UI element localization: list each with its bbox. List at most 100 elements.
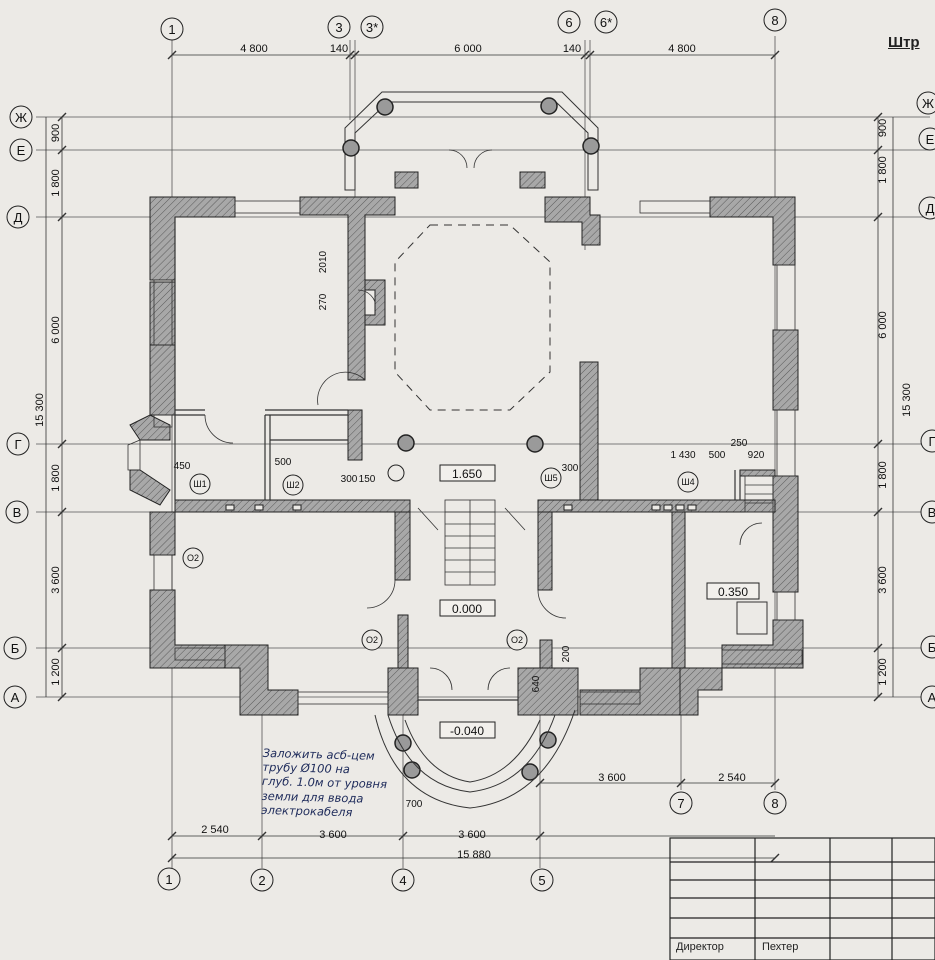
axis-label-zh: Ж [15, 110, 27, 125]
marker-sh2: Ш2 [286, 480, 299, 490]
axis-label-right-v: В [928, 505, 935, 520]
window-outlines [127, 200, 803, 705]
stairs [417, 475, 774, 586]
axis-label-bottom-7: 7 [677, 796, 684, 811]
dims-right: 900 1 800 6 000 15 300 1 800 3 600 1 200 [877, 119, 913, 686]
axis-label-bottom-2: 2 [258, 873, 265, 888]
axis-label-8: 8 [771, 13, 778, 28]
dimension-lines [45, 50, 894, 863]
axis-label-bottom-4: 4 [399, 873, 406, 888]
level-minus0040: -0.040 [450, 724, 484, 738]
dim-top-6000: 6 000 [454, 43, 482, 55]
dim-700: 700 [406, 799, 423, 810]
dim-bottom-2540b: 2 540 [718, 772, 746, 784]
axis-label-bottom-1: 1 [165, 872, 172, 887]
dim-1430: 1 430 [670, 450, 695, 461]
dim-300b: 300 [562, 463, 579, 474]
porch [374, 709, 576, 809]
dim-300a: 300 [341, 474, 358, 485]
dim-bottom-3600c: 3 600 [598, 772, 626, 784]
grid-bubbles-right [916, 91, 935, 709]
marker-o2-right: О2 [511, 635, 523, 645]
handwritten-note: Заложить асб-цем трубу Ø100 на глуб. 1.0… [261, 746, 423, 821]
dim-270: 270 [318, 293, 329, 310]
dim-bottom-2540: 2 540 [201, 824, 229, 836]
axis-label-6star: 6* [600, 15, 612, 30]
dim-500b: 500 [709, 450, 726, 461]
dim-200: 200 [561, 645, 572, 662]
grid-bubbles-top [160, 8, 787, 41]
door-swings [204, 149, 763, 691]
central-hall-octagon [394, 224, 551, 411]
title-block [669, 837, 935, 960]
axis-label-e: Е [17, 143, 26, 158]
dim-640: 640 [531, 675, 542, 692]
dim-left-3600: 3 600 [50, 566, 62, 594]
level-labels: 1.650 0.000 -0.040 0.350 [450, 467, 748, 738]
dim-top-4800-left: 4 800 [240, 43, 268, 55]
dim-top-140-left: 140 [330, 43, 348, 55]
dim-2010: 2010 [318, 250, 329, 273]
marker-sh4: Ш4 [681, 477, 694, 487]
axis-label-6: 6 [565, 15, 572, 30]
axis-label-3: 3 [335, 20, 342, 35]
dim-left-15300: 15 300 [34, 393, 46, 427]
axis-label-right-d: Д [926, 201, 935, 216]
axis-label-d: Д [14, 210, 23, 225]
dim-right-1800a: 1 800 [877, 156, 889, 184]
shaft-boxes [225, 504, 697, 511]
fireplace [364, 279, 386, 326]
dim-left-1800b: 1 800 [50, 464, 62, 492]
grid-lines [36, 36, 930, 868]
dim-bottom-3600b: 3 600 [458, 829, 486, 841]
dim-top-140-right: 140 [563, 43, 581, 55]
dim-bottom-15880: 15 880 [457, 849, 491, 861]
axis-label-right-b: Б [928, 640, 935, 655]
level-0350: 0.350 [718, 585, 748, 599]
axis-label-3star: 3* [366, 20, 378, 35]
dim-920: 920 [748, 450, 765, 461]
axis-label-b: Б [11, 641, 20, 656]
dim-right-6000: 6 000 [877, 311, 889, 339]
axis-label-right-zh: Ж [922, 96, 934, 111]
equipment-box [736, 601, 768, 635]
grid-bubbles-left [3, 105, 33, 709]
title-block-director-name: Пехтер [762, 941, 799, 953]
axis-label-right-a: А [928, 690, 935, 705]
grid-labels-top: 1 3 3* 6 6* 8 [168, 13, 778, 37]
dim-250: 250 [731, 438, 748, 449]
marker-circles [182, 464, 699, 651]
dim-left-6000: 6 000 [50, 316, 62, 344]
dims-inner: 450 500 300 150 92 300 1 430 500 920 250… [174, 250, 765, 810]
grid-bubbles-bottom [157, 791, 787, 892]
bay-window-top [344, 91, 599, 191]
axis-label-bottom-5: 5 [538, 873, 545, 888]
level-boxes [439, 464, 760, 739]
marker-sh5: Ш5 [544, 473, 557, 483]
axis-label-v: В [13, 505, 22, 520]
marker-sh1: Ш1 [193, 479, 206, 489]
dim-right-3600: 3 600 [877, 566, 889, 594]
axis-label-a: А [11, 690, 20, 705]
axis-label-right-g: Г [928, 434, 935, 449]
marker-o2-mid: О2 [366, 635, 378, 645]
title-block-director-label: Директор [676, 941, 724, 953]
level-0000: 0.000 [452, 602, 482, 616]
dim-top-4800-right: 4 800 [668, 43, 696, 55]
axis-label-bottom-8: 8 [771, 796, 778, 811]
grid-labels-left: Ж Е Д Г В Б А [11, 110, 27, 705]
dim-left-1800a: 1 800 [50, 169, 62, 197]
dims-bottom: 2 540 3 600 3 600 15 880 3 600 2 540 [201, 772, 746, 861]
axis-label-right-e: Е [926, 132, 935, 147]
marker-labels: Ш1 Ш2 Ш5 Ш4 О2 О2 О2 [187, 473, 695, 645]
dim-150: 150 [359, 474, 376, 485]
dim-bottom-3600a: 3 600 [319, 829, 347, 841]
dims-top: 4 800 140 6 000 140 4 800 [240, 43, 696, 55]
level-1650: 1.650 [452, 467, 482, 481]
dim-left-900: 900 [50, 124, 62, 142]
axis-label-g: Г [14, 437, 21, 452]
dim-450: 450 [174, 461, 191, 472]
marker-o2-left: О2 [187, 553, 199, 563]
sheet-header: Штр [888, 34, 920, 51]
